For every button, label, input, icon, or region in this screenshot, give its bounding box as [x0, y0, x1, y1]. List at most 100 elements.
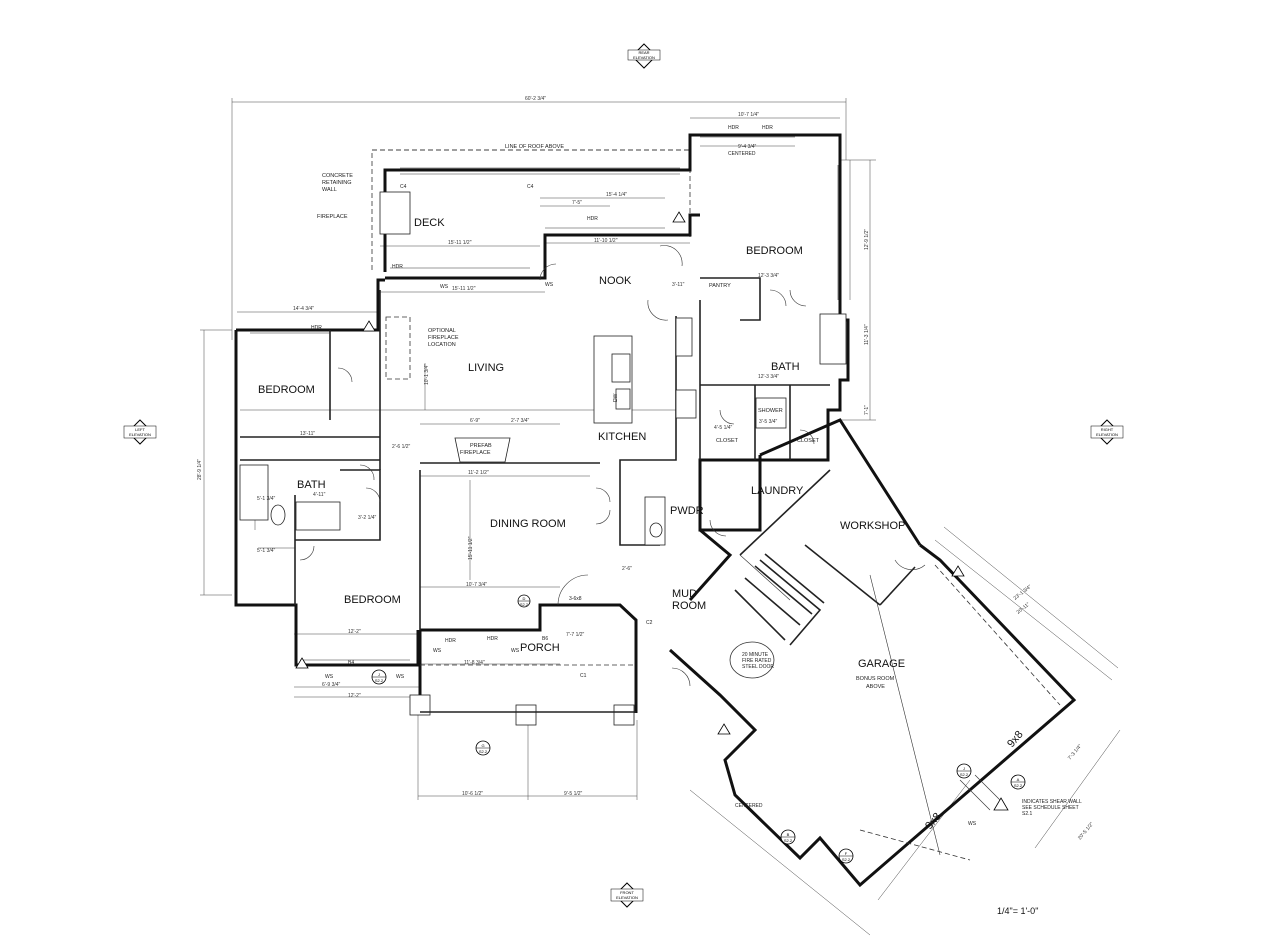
annotations: CONCRETE RETAINING WALL FIREPLACE LINE O… [311, 125, 1082, 832]
room-shower: SHOWER [758, 408, 783, 414]
note-retaining-3: WALL [322, 187, 337, 193]
section-marker-a: A S2.2 [1010, 774, 1026, 790]
room-bath-w: BATH [297, 479, 326, 491]
note-ws-5: WS [396, 674, 405, 680]
note-hdr-6: HDR [445, 638, 456, 644]
room-garage: GARAGE [858, 658, 905, 670]
note-optional-fp-3: LOCATION [428, 342, 456, 348]
note-ws-6: WS [325, 674, 334, 680]
room-porch: PORCH [520, 642, 560, 654]
dim-right-c: 7'-1" [864, 405, 870, 415]
svg-text:D: D [523, 596, 526, 601]
note-dw: DW [613, 393, 619, 402]
note-c2: C2 [646, 620, 653, 626]
dim-dining-h: 15'-11 1/2" [468, 536, 474, 560]
note-shear-3: S2.1 [1022, 811, 1033, 817]
room-mud-1: MUD [672, 588, 697, 600]
note-ws-4: WS [511, 648, 520, 654]
note-retaining-2: RETAINING [322, 180, 352, 186]
dim-bedroom-top: 10'-7 1/4" [738, 112, 759, 118]
note-fire-door-1: 20 MINUTE [742, 652, 769, 658]
sink [611, 353, 631, 383]
svg-text:A: A [1017, 777, 1020, 782]
room-bedroom-sw: BEDROOM [344, 594, 401, 606]
svg-text:S2.2: S2.2 [1014, 783, 1023, 788]
note-shear-2: SEE SCHEDULE SHEET [1022, 805, 1079, 811]
bathtub [819, 313, 847, 365]
dim-bottom-a: 10'-6 1/2" [462, 791, 483, 797]
dim-bedroom-hdr: 9'-4 3/4" [738, 144, 757, 150]
dim-sw-b: 6'-9 3/4" [322, 682, 341, 688]
svg-text:S2.2: S2.2 [520, 602, 529, 607]
room-labels: DECK NOOK BEDROOM PANTRY LIVING KITCHEN … [258, 217, 905, 690]
svg-text:LEFT: LEFT [135, 427, 145, 432]
dim-sw-a: 12'-2" [348, 629, 361, 635]
dim-bath-d4: 5'-1 3/4" [257, 548, 276, 554]
room-bedroom-w: BEDROOM [258, 384, 315, 396]
vanity-west [295, 501, 341, 531]
room-workshop: WORKSHOP [840, 520, 905, 532]
svg-text:J: J [378, 672, 380, 677]
dim-dining-w: 11'-2 1/2" [468, 470, 489, 476]
note-ws-3: WS [433, 648, 442, 654]
dim-bath-d2: 4'-11" [313, 492, 326, 498]
note-line-of-roof: LINE OF ROOF ABOVE [505, 144, 564, 150]
range [675, 389, 697, 419]
dim-dining-bottom: 10'-7 3/4" [466, 582, 487, 588]
dim-garage-diag: 23'-1 3/4" [1013, 584, 1033, 602]
room-nook: NOOK [599, 275, 632, 287]
note-centered-bottom: CENTERED [735, 803, 763, 809]
dimension-lines [200, 98, 1121, 936]
room-mud-2: ROOM [672, 600, 706, 612]
dim-mud: 2'-6" [622, 566, 632, 572]
note-hdr-4: HDR [762, 125, 773, 131]
dim-right-a: 12'-9 1/2" [864, 229, 870, 250]
note-hdr-2: HDR [587, 216, 598, 222]
dim-fp-c: 2'-6 1/2" [392, 444, 411, 450]
room-kitchen: KITCHEN [598, 431, 646, 443]
note-fireplace: FIREPLACE [317, 214, 348, 220]
room-pantry: PANTRY [709, 283, 731, 289]
dim-bath-w: 12'-3 3/4" [758, 374, 779, 380]
note-b6: B6 [542, 636, 548, 642]
svg-text:ELEVATION: ELEVATION [1096, 432, 1118, 437]
dim-porch-d: 7'-7 1/2" [566, 632, 585, 638]
svg-text:S2.2: S2.2 [375, 678, 384, 683]
room-bedroom-ne: BEDROOM [746, 245, 803, 257]
elevation-marker-rear: REAR ELEVATION [627, 43, 661, 69]
section-markers: D S2.2 J S2.2 G S2.2 B S2.2 F S2.2 [371, 594, 1026, 864]
note-hdr-5: HDR [311, 325, 322, 331]
note-optional-fp-1: OPTIONAL [428, 328, 456, 334]
svg-text:S2.2: S2.2 [479, 749, 488, 754]
room-pwdr: PWDR [670, 505, 704, 517]
dim-deck-b: 7'-5" [572, 200, 582, 206]
section-marker-d: D S2.2 [517, 594, 531, 608]
note-shear-1: INDICATES SHEAR WALL [1022, 799, 1082, 805]
svg-text:J: J [963, 766, 965, 771]
svg-text:B: B [787, 832, 790, 837]
dim-deck-e: 15'-11 1/2" [452, 286, 476, 292]
room-living: LIVING [468, 362, 504, 374]
dim-bedroom-w: 12'-3 3/4" [758, 273, 779, 279]
dim-garage-g: 20'-5 1/2" [1077, 821, 1095, 841]
note-optional-fp-2: FIREPLACE [428, 335, 459, 341]
note-b4: B4 [348, 660, 354, 666]
exterior-walls [234, 133, 850, 726]
dim-bedroom-w-width: 13'-11" [300, 431, 315, 437]
dim-overall-top: 60'-2 3/4" [525, 96, 546, 102]
dim-right-b: 11'-3 1/4" [864, 324, 870, 345]
svg-text:ELEVATION: ELEVATION [129, 432, 151, 437]
note-fire-door-3: STEEL DOOR [742, 664, 774, 670]
svg-text:S2.2: S2.2 [784, 838, 793, 843]
note-c4b: C4 [527, 184, 534, 190]
note-door-size: 3-6x8 [569, 596, 582, 602]
room-closet-1: CLOSET [716, 438, 739, 444]
note-ws-7: WS [968, 821, 977, 827]
shear-wall-triangle-markers [295, 211, 1009, 811]
section-marker-f: F S2.2 [838, 848, 854, 864]
section-marker-j: J S2.2 [371, 669, 387, 685]
fridge [675, 317, 693, 357]
drawing-scale: 1/4"= 1'-0" [997, 906, 1038, 916]
svg-text:RIGHT: RIGHT [1101, 427, 1114, 432]
note-garage-door-1: 9x8 [1005, 729, 1026, 750]
